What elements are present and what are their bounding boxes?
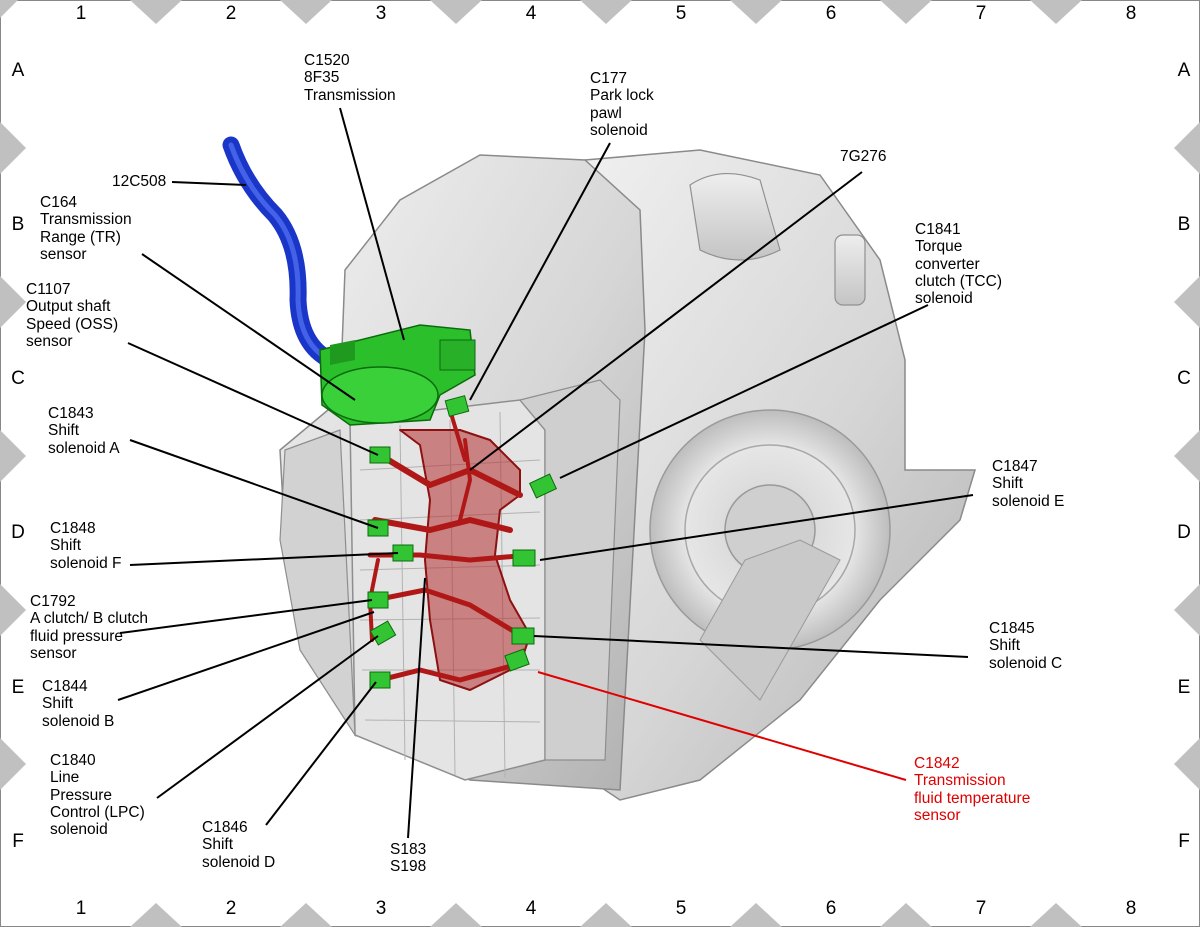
leader-C1842 bbox=[537, 671, 907, 781]
leader-C1844 bbox=[117, 611, 375, 701]
grid-column-bottom-4: 4 bbox=[525, 898, 537, 919]
grid-marker-bottom bbox=[880, 903, 932, 927]
grid-column-top-2: 2 bbox=[225, 3, 237, 24]
leader-C177 bbox=[469, 142, 611, 401]
callout-12C508: 12C508 bbox=[112, 173, 167, 190]
grid-column-bottom-7: 7 bbox=[975, 898, 987, 919]
leader-7G276 bbox=[469, 171, 863, 471]
grid-marker-top bbox=[1030, 0, 1082, 24]
grid-marker-bottom bbox=[130, 903, 182, 927]
leader-C1848 bbox=[129, 552, 399, 566]
leader-C1846 bbox=[265, 681, 377, 826]
grid-row-right-B: B bbox=[1177, 214, 1191, 235]
grid-marker-left bbox=[0, 276, 26, 328]
grid-marker-right bbox=[1174, 738, 1200, 790]
grid-row-right-F: F bbox=[1178, 831, 1190, 852]
grid-column-top-6: 6 bbox=[825, 3, 837, 24]
leader-C1840 bbox=[156, 635, 379, 799]
grid-row-left-B: B bbox=[11, 214, 25, 235]
grid-marker-top bbox=[730, 0, 782, 24]
leader-S183 bbox=[407, 577, 426, 839]
grid-column-top-4: 4 bbox=[525, 3, 537, 24]
grid-row-left-A: A bbox=[11, 60, 25, 81]
grid-column-bottom-3: 3 bbox=[375, 898, 387, 919]
grid-marker-right bbox=[1174, 122, 1200, 174]
leader-C1847 bbox=[539, 494, 974, 561]
leader-C1792 bbox=[119, 599, 373, 634]
grid-column-bottom-1: 1 bbox=[75, 898, 87, 919]
grid-marker-bottom bbox=[580, 903, 632, 927]
grid-column-top-3: 3 bbox=[375, 3, 387, 24]
leader-C1520 bbox=[339, 107, 405, 341]
grid-marker-top bbox=[430, 0, 482, 24]
grid-column-bottom-6: 6 bbox=[825, 898, 837, 919]
grid-row-left-D: D bbox=[11, 522, 25, 543]
leader-C164 bbox=[141, 253, 356, 401]
grid-column-top-5: 5 bbox=[675, 3, 687, 24]
leader-C1107 bbox=[127, 342, 379, 456]
grid-column-top-8: 8 bbox=[1125, 3, 1137, 24]
grid-row-left-F: F bbox=[12, 831, 24, 852]
grid-marker-right bbox=[1174, 584, 1200, 636]
grid-marker-top bbox=[280, 0, 332, 24]
grid-column-top-1: 1 bbox=[75, 3, 87, 24]
grid-row-left-C: C bbox=[11, 368, 25, 389]
leader-C1841 bbox=[559, 304, 929, 479]
leader-C1843 bbox=[129, 439, 379, 529]
grid-column-bottom-8: 8 bbox=[1125, 898, 1137, 919]
grid-marker-bottom bbox=[280, 903, 332, 927]
grid-marker-top bbox=[0, 0, 18, 18]
grid-marker-right bbox=[1174, 430, 1200, 482]
grid-row-right-D: D bbox=[1177, 522, 1191, 543]
grid-marker-top bbox=[580, 0, 632, 24]
grid-row-left-E: E bbox=[11, 677, 25, 698]
solenoid-connectors bbox=[367, 395, 558, 689]
transmission-housing bbox=[279, 149, 977, 801]
grid-row-right-C: C bbox=[1177, 368, 1191, 389]
grid-marker-top bbox=[880, 0, 932, 24]
grid-marker-bottom bbox=[430, 903, 482, 927]
callout-7G276: 7G276 bbox=[840, 148, 887, 165]
grid-marker-right bbox=[1174, 276, 1200, 328]
grid-marker-left bbox=[0, 430, 26, 482]
grid-marker-bottom bbox=[1030, 903, 1082, 927]
grid-row-right-E: E bbox=[1177, 677, 1191, 698]
grid-column-top-7: 7 bbox=[975, 3, 987, 24]
leader-12C508 bbox=[171, 181, 247, 186]
leader-C1845 bbox=[533, 635, 969, 658]
grid-column-bottom-5: 5 bbox=[675, 898, 687, 919]
grid-row-right-A: A bbox=[1177, 60, 1191, 81]
main-connector bbox=[319, 324, 476, 426]
grid-column-bottom-2: 2 bbox=[225, 898, 237, 919]
grid-marker-bottom bbox=[730, 903, 782, 927]
grid-marker-left bbox=[0, 584, 26, 636]
leader-lines bbox=[117, 107, 974, 839]
grid-marker-left bbox=[0, 122, 26, 174]
grid-marker-left bbox=[0, 738, 26, 790]
grid-marker-top bbox=[130, 0, 182, 24]
